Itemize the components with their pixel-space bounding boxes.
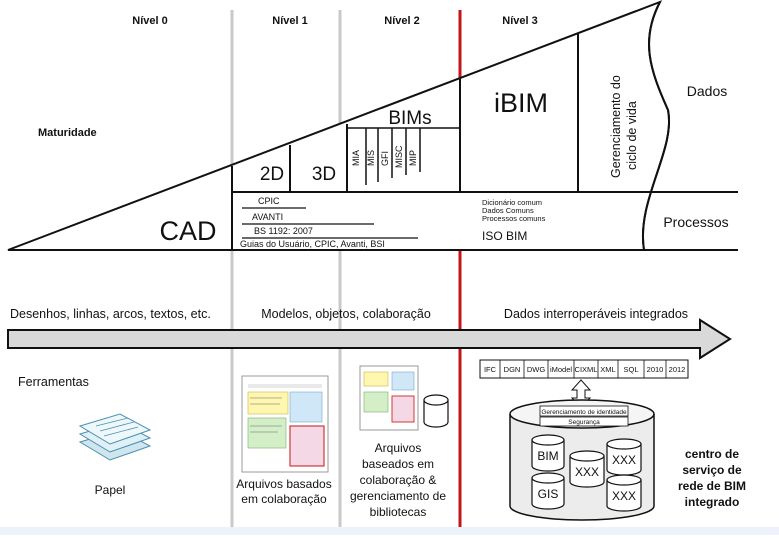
level-0-header: Nível 0 <box>132 15 167 27</box>
note-isobim: ISO BIM <box>482 229 527 243</box>
collab-document-icon <box>241 375 329 473</box>
std-bs: BS 1192: 2007 <box>254 226 313 236</box>
lifecycle-label-line1: Gerenciamento do <box>609 75 623 178</box>
db-bim <box>531 434 565 472</box>
paper-stack-icon <box>78 413 152 461</box>
db-xxx-bottom-right <box>606 474 642 512</box>
arrow-label-integrados: Dados interroperáveis integrados <box>504 307 688 321</box>
maturidade-label: Maturidade <box>38 127 97 139</box>
arquivos2-line5: bibliotecas <box>370 505 427 519</box>
format-dgn: DGN <box>504 365 521 374</box>
centro-line1: centro de <box>685 447 739 461</box>
note-dados: Dados Comuns <box>482 206 534 215</box>
wavy-edge <box>641 1 671 251</box>
bims-item-mip: MIP <box>408 150 418 166</box>
db-gis-label: GIS <box>538 487 559 501</box>
bims-item-mis: MIS <box>366 150 376 166</box>
lifecycle-label-line2: ciclo de vida <box>625 101 639 170</box>
bims-item-mia: MIA <box>351 150 361 166</box>
cad-label: CAD <box>159 216 216 246</box>
ferramentas-label: Ferramentas <box>18 375 89 389</box>
format-2012: 2012 <box>669 365 686 374</box>
db-xxx-bottom-right-label: XXX <box>612 489 636 503</box>
bims-item-misc: MISC <box>394 145 404 168</box>
arquivos1-line1: Arquivos basados <box>236 477 331 491</box>
format-dwg: DWG <box>527 365 545 374</box>
arrow-label-modelos: Modelos, objetos, colaboração <box>261 307 431 321</box>
format-2010: 2010 <box>647 365 664 374</box>
arquivos2-line3: colaboração & <box>360 473 437 487</box>
db-xxx-center <box>569 450 605 488</box>
progress-arrow <box>7 318 732 360</box>
database-cylinder-icon <box>423 394 449 428</box>
std-avanti: AVANTI <box>252 212 283 222</box>
db-xxx-center-label: XXX <box>575 465 599 479</box>
db-bim-label: BIM <box>537 449 558 463</box>
security-label: Segurança <box>568 419 600 426</box>
bottom-band <box>0 527 779 535</box>
level-3-header: Nível 3 <box>502 15 537 27</box>
side-processos: Processos <box>663 214 728 230</box>
arquivos2-line4: gerenciamento de <box>350 489 446 503</box>
papel-label: Papel <box>95 483 126 497</box>
side-dados: Dados <box>687 83 727 99</box>
format-cixml: CIXML <box>575 365 598 374</box>
3d-label: 3D <box>312 164 336 185</box>
bims-item-gfi: GFI <box>380 151 390 166</box>
db-gis <box>531 472 565 510</box>
collab-library-document-icon <box>359 365 419 431</box>
std-cpic: CPIC <box>258 196 280 206</box>
security-box <box>539 416 629 427</box>
identity-management-label: Gerenciamento de identidade <box>541 409 627 416</box>
arrow-label-desenhos: Desenhos, linhas, arcos, textos, etc. <box>10 307 211 321</box>
identity-management-box <box>539 405 629 417</box>
format-sql: SQL <box>623 365 638 374</box>
arquivos2-line1: Arquivos <box>375 441 422 455</box>
formats-bar <box>479 359 689 379</box>
format-imodel: iModel <box>550 365 572 374</box>
level-1-header: Nível 1 <box>272 15 307 27</box>
bims-label: BIMs <box>388 108 431 129</box>
arquivos2-line2: baseados em <box>362 457 434 471</box>
std-guias: Guias do Usuário, CPIC, Avanti, BSI <box>240 239 385 249</box>
centro-line2: serviço de <box>682 463 742 477</box>
centro-line4: integrado <box>685 495 740 509</box>
arquivos1-line2: em colaboração <box>241 492 327 506</box>
level-2-header: Nível 2 <box>384 15 419 27</box>
note-dicionario: Dicionário comum <box>482 198 542 207</box>
2d-label: 2D <box>260 164 284 185</box>
centro-line3: rede de BIM <box>678 479 746 493</box>
ibim-label: iBIM <box>494 88 548 118</box>
note-processos: Processos comuns <box>482 214 546 223</box>
db-xxx-top-right-label: XXX <box>612 453 636 467</box>
format-cells <box>499 360 667 378</box>
format-ifc: IFC <box>484 365 497 374</box>
format-xml: XML <box>600 365 615 374</box>
